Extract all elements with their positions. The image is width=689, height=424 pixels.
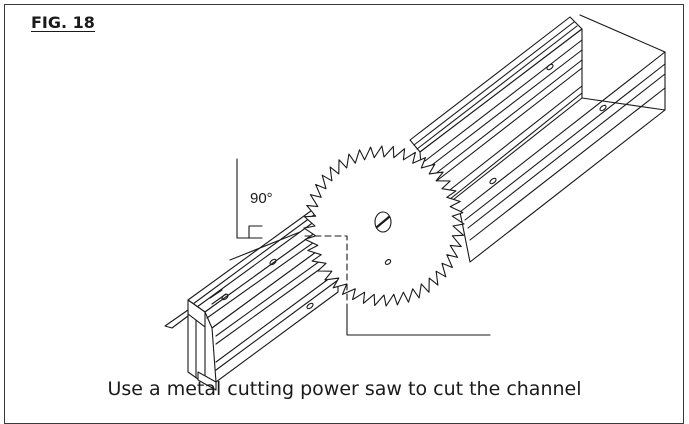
blade-arbor-hole — [374, 211, 392, 233]
blade-pin-hole — [384, 259, 392, 265]
saw-blade — [303, 145, 465, 307]
channel-right-section — [409, 14, 666, 263]
channel-left-section — [164, 207, 339, 391]
cut-line — [304, 235, 348, 311]
figure-label: FIG. 18 — [31, 13, 95, 32]
right-angle-indicator — [236, 158, 263, 239]
angle-label: 90° — [250, 190, 273, 207]
figure-caption: Use a metal cutting power saw to cut the… — [107, 378, 582, 400]
cutting-diagram: 90° — [164, 14, 666, 391]
leader-line — [346, 309, 491, 336]
